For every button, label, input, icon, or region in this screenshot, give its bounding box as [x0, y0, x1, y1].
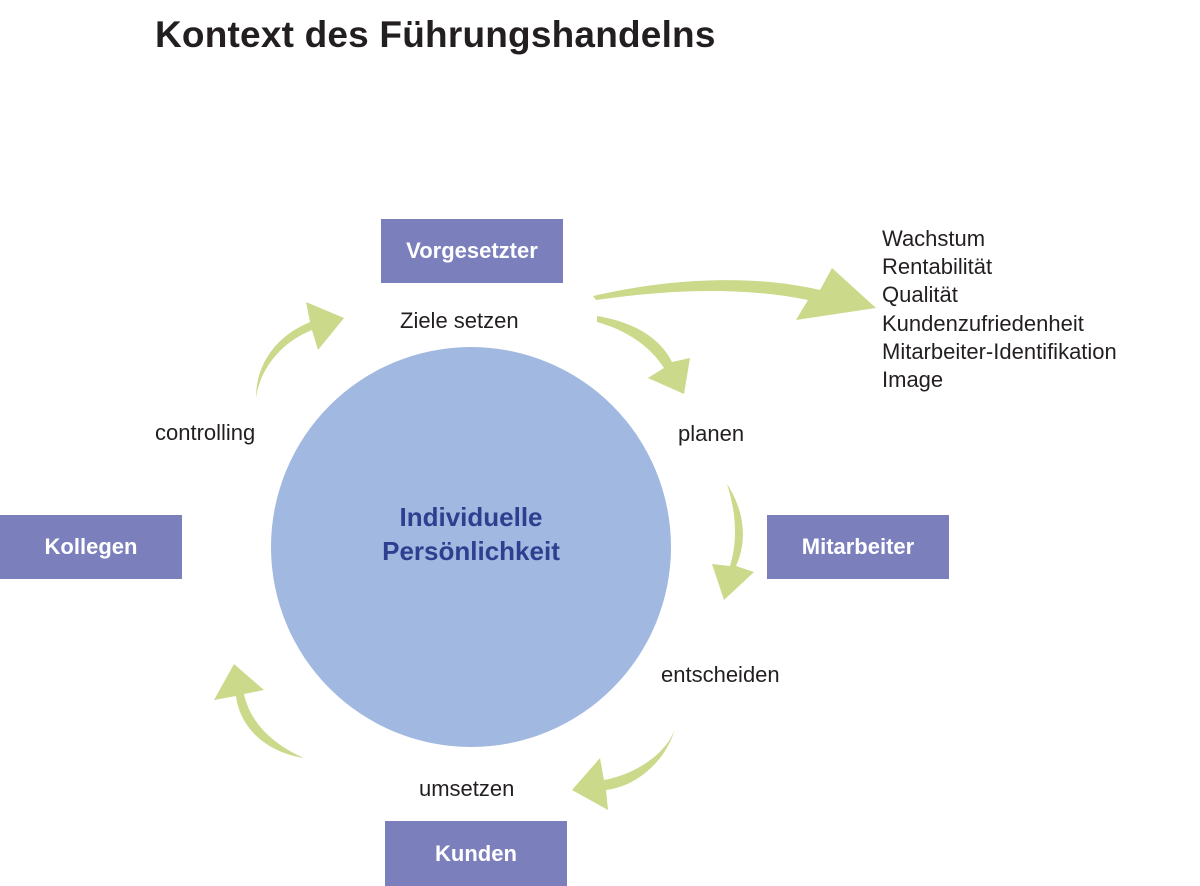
step-ziele-setzen: Ziele setzen: [400, 308, 519, 333]
arrow-to-goals: [593, 268, 876, 320]
arrow-controlling-to-ziele: [256, 302, 344, 398]
goal-item: Qualität: [882, 282, 958, 308]
step-controlling: controlling: [155, 420, 256, 445]
center-label-line2: Persönlichkeit: [382, 536, 560, 566]
goal-item: Wachstum: [882, 226, 986, 251]
goal-item: Rentabilität: [882, 254, 993, 280]
step-entscheiden: entscheiden: [661, 662, 780, 687]
arrow-entscheiden-to-umsetzen: [572, 729, 675, 810]
box-kollegen: Kollegen: [0, 515, 182, 579]
arrow-umsetzen-to-controlling: [214, 664, 304, 758]
goal-item: Image: [882, 367, 944, 393]
step-planen: planen: [678, 421, 745, 446]
box-mitarbeiter: Mitarbeiter: [767, 515, 949, 579]
center-label: Individuelle Persönlichkeit: [271, 500, 671, 568]
goals-list: Wachstum Rentabilität Qualität Kundenzuf…: [882, 225, 1117, 394]
diagram-title: Kontext des Führungshandelns: [155, 14, 716, 55]
center-label-line1: Individuelle: [399, 502, 543, 532]
personality-circle: [271, 347, 671, 747]
box-kunden: Kunden: [385, 821, 567, 886]
goal-item: Mitarbeiter-Identifikation: [882, 338, 1117, 364]
arrow-planen-to-entscheiden: [712, 484, 754, 600]
box-vorgesetzter: Vorgesetzter: [381, 219, 563, 283]
arrow-ziele-to-planen: [597, 316, 690, 394]
step-umsetzen: umsetzen: [419, 776, 515, 801]
goal-item: Kundenzufriedenheit: [882, 310, 1084, 336]
